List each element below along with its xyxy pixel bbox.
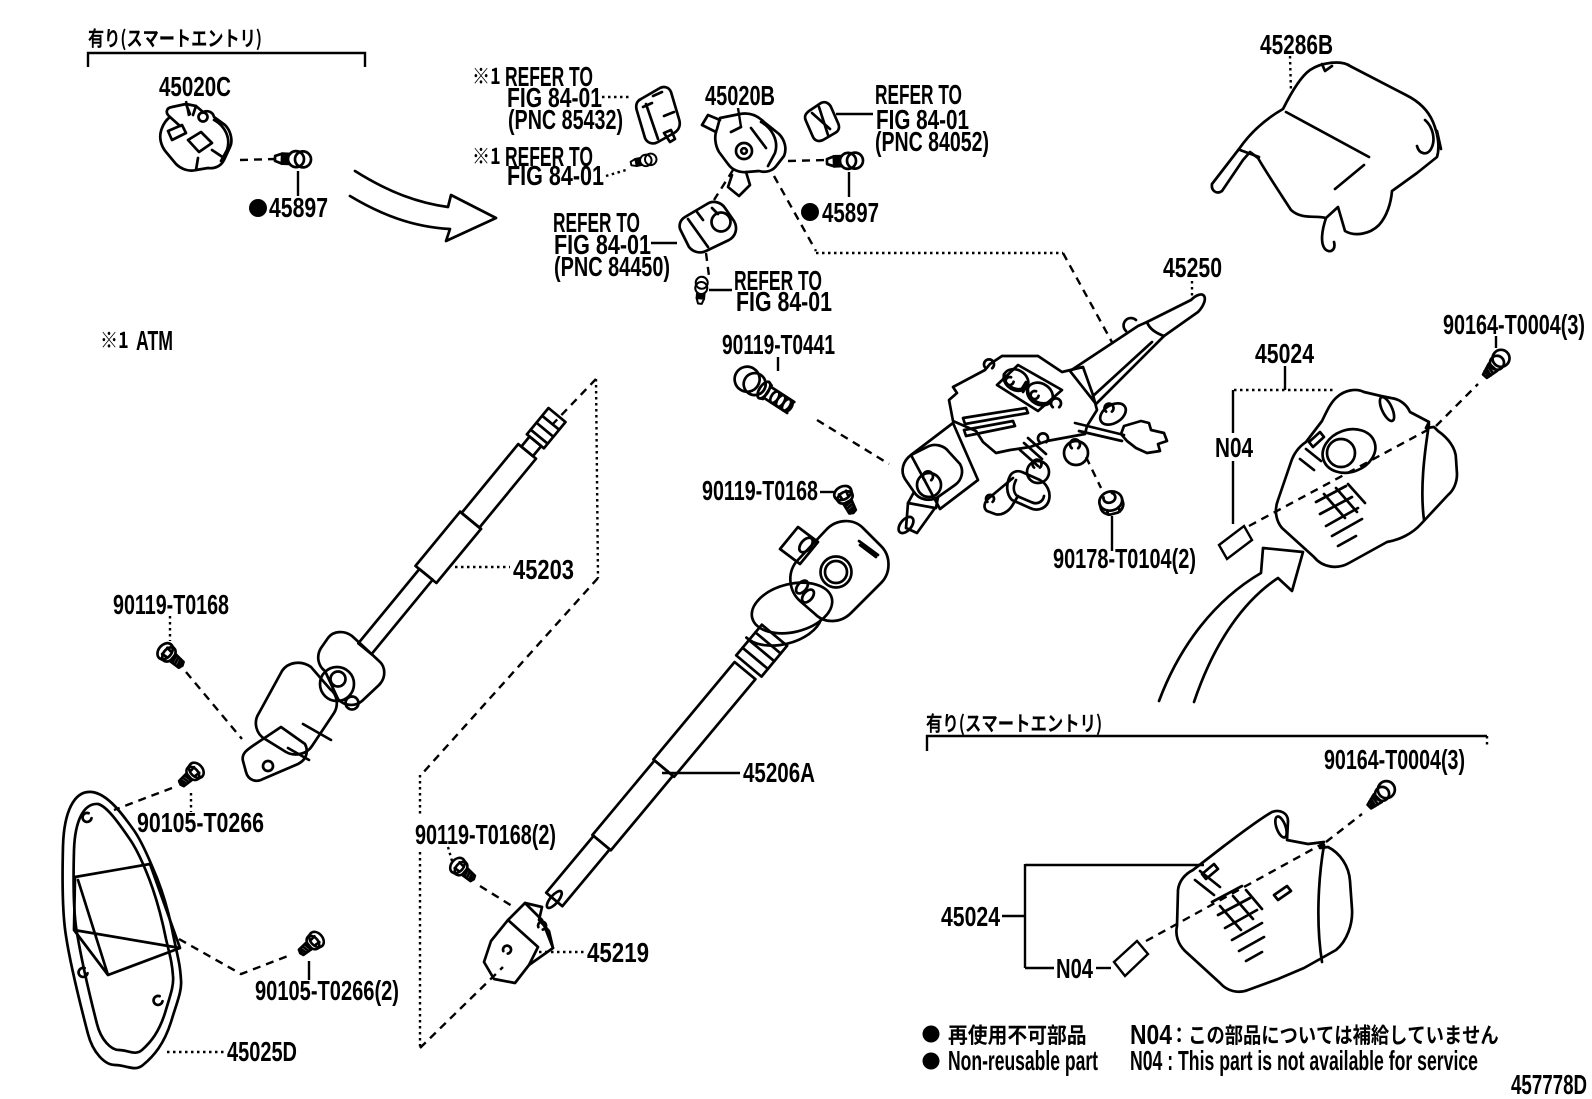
svg-text:90119-T0168(2): 90119-T0168(2)	[415, 819, 556, 850]
svg-text:90178-T0104(2): 90178-T0104(2)	[1053, 543, 1196, 574]
svg-text:90105-T0266(2): 90105-T0266(2)	[255, 975, 399, 1006]
svg-text:45219: 45219	[587, 937, 649, 968]
svg-text:45024: 45024	[1255, 338, 1314, 369]
svg-text:45897: 45897	[822, 197, 879, 228]
svg-text:45286B: 45286B	[1260, 29, 1333, 60]
svg-text:(PNC 84052): (PNC 84052)	[875, 126, 989, 157]
svg-text:Non-reusable part: Non-reusable part	[948, 1045, 1098, 1076]
svg-text:FIG 84-01: FIG 84-01	[507, 160, 604, 191]
svg-text:457778D: 457778D	[1511, 1069, 1587, 1099]
svg-text:(PNC 84450): (PNC 84450)	[554, 251, 670, 282]
svg-text:FIG 84-01: FIG 84-01	[554, 229, 651, 260]
svg-text:REFER TO: REFER TO	[505, 141, 593, 172]
svg-text:90164-T0004(3): 90164-T0004(3)	[1443, 309, 1585, 340]
svg-text:45203: 45203	[513, 554, 574, 585]
svg-text:N04: N04	[1215, 432, 1253, 463]
svg-text:REFER TO: REFER TO	[875, 79, 962, 110]
svg-text:90119-T0168: 90119-T0168	[702, 475, 818, 506]
svg-text:45020C: 45020C	[159, 71, 231, 102]
svg-text:45897: 45897	[269, 192, 328, 223]
svg-text:90164-T0004(3): 90164-T0004(3)	[1324, 744, 1465, 775]
svg-text:90119-T0168: 90119-T0168	[113, 589, 229, 620]
svg-text:FIG 84-01: FIG 84-01	[507, 82, 602, 113]
svg-text:N04 : This part is not availab: N04 : This part is not available for ser…	[1130, 1045, 1478, 1076]
svg-text:N04: N04	[1130, 1019, 1172, 1050]
svg-text:45024: 45024	[941, 901, 1000, 932]
svg-text:REFER TO: REFER TO	[734, 265, 822, 296]
svg-text:ATM: ATM	[136, 325, 173, 356]
svg-text:45206A: 45206A	[743, 757, 815, 788]
svg-text:90105-T0266: 90105-T0266	[137, 807, 264, 838]
svg-text:N04: N04	[1056, 953, 1093, 984]
svg-text:(PNC 85432): (PNC 85432)	[508, 104, 623, 135]
svg-text:45025D: 45025D	[227, 1036, 297, 1067]
svg-text:FIG 84-01: FIG 84-01	[876, 104, 969, 135]
svg-text:REFER TO: REFER TO	[553, 207, 640, 238]
svg-text:FIG 84-01: FIG 84-01	[736, 286, 832, 317]
svg-text:90119-T0441: 90119-T0441	[722, 329, 835, 360]
svg-text:REFER TO: REFER TO	[505, 61, 593, 92]
svg-text:45020B: 45020B	[705, 80, 775, 111]
svg-text:45250: 45250	[1163, 252, 1222, 283]
